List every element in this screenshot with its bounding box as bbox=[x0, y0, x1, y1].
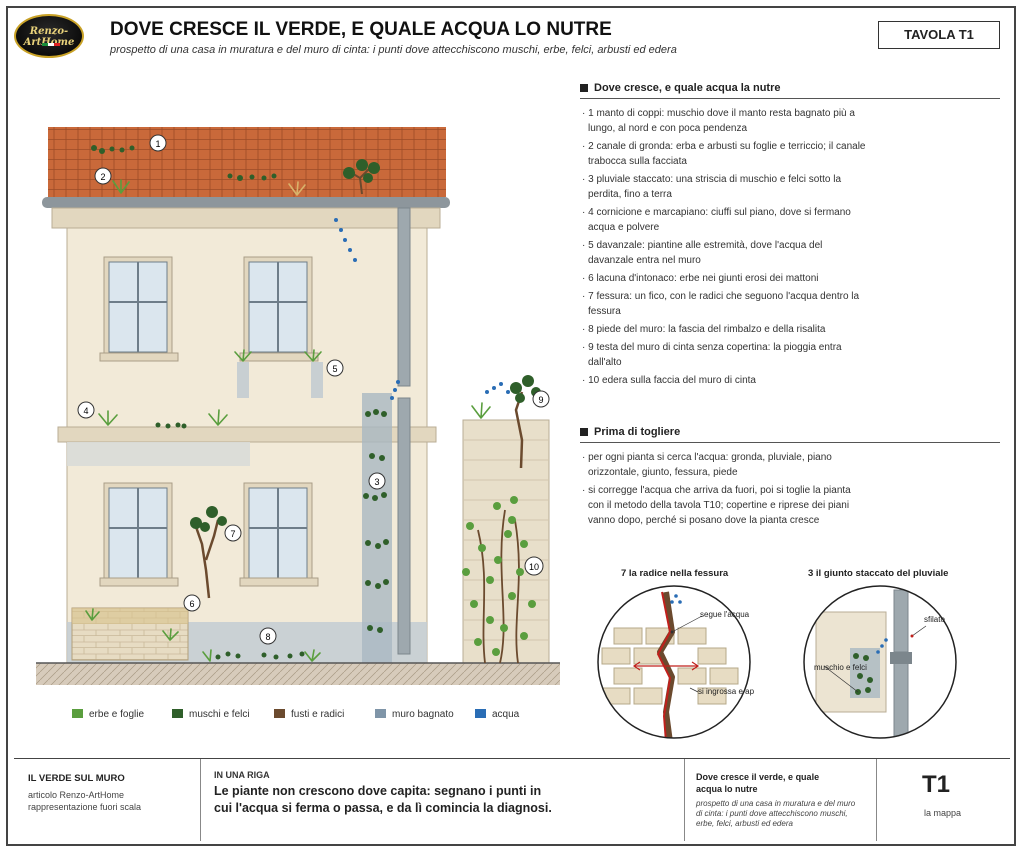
callout-3: 3 bbox=[368, 472, 386, 490]
string-course-wet-band bbox=[67, 442, 250, 466]
sill-wet-stain-right bbox=[311, 362, 323, 398]
list-item: 8 piede del muro: la fascia del rimbalzo… bbox=[580, 322, 870, 337]
detail-downpipe-joint: sfilato muschio e felci bbox=[803, 585, 957, 739]
footer-mid-heading: IN UNA RIGA bbox=[214, 770, 270, 780]
roof-shrub bbox=[343, 159, 380, 195]
callout-4: 4 bbox=[77, 401, 95, 419]
sill-wet-stain-left bbox=[237, 362, 249, 398]
fig-in-crack bbox=[190, 506, 227, 599]
list-item: 9 testa del muro di cinta senza copertin… bbox=[580, 340, 870, 370]
downpipe-wet-strip bbox=[362, 393, 392, 663]
window-top-left bbox=[99, 256, 179, 362]
legend-swatch bbox=[172, 709, 183, 718]
callout-10: 10 bbox=[524, 556, 544, 576]
moss-patches bbox=[91, 145, 389, 660]
downpipe-upper bbox=[397, 207, 411, 387]
svg-text:6: 6 bbox=[189, 599, 194, 609]
before-list: per ogni pianta si cerca l'acqua: gronda… bbox=[580, 450, 860, 531]
svg-text:5: 5 bbox=[332, 364, 337, 374]
window-bottom-right bbox=[239, 482, 319, 587]
footer-right-desc: prospetto di una casa in muratura e del … bbox=[696, 799, 856, 828]
window-bottom-left bbox=[99, 482, 179, 587]
footer-right-title: Dove cresce il verde, e quale acqua lo n… bbox=[696, 772, 820, 794]
legend-item: acqua bbox=[475, 709, 519, 720]
list-item: 10 edera sulla faccia del muro di cinta bbox=[580, 373, 870, 388]
callout-7: 7 bbox=[224, 524, 242, 542]
list-item: per ogni pianta si cerca l'acqua: gronda… bbox=[580, 450, 860, 480]
svg-text:1: 1 bbox=[155, 139, 160, 149]
callout-8: 8 bbox=[259, 627, 277, 645]
legend-item: fusti e radici bbox=[274, 709, 344, 720]
cornice bbox=[51, 207, 441, 229]
brand-logo: Renzo-ArtHome bbox=[14, 14, 84, 58]
page-frame bbox=[6, 6, 1016, 846]
list-item: si corregge l'acqua che arriva da fuori,… bbox=[580, 483, 860, 528]
detail-7-title: 7 la radice nella fessura bbox=[621, 568, 729, 579]
detail-crack-root: segue l'acqua si ingrossa e apre bbox=[597, 585, 754, 739]
list-item: 3 pluviale staccato: una striscia di mus… bbox=[580, 172, 870, 202]
roof-tiles bbox=[48, 127, 446, 197]
list-item: 1 manto di coppi: muschio dove il manto … bbox=[580, 106, 870, 136]
title-block: IL VERDE SUL MURO articolo Renzo-ArtHome… bbox=[14, 758, 1010, 841]
legend-item: erbe e foglie bbox=[72, 709, 144, 720]
svg-text:4: 4 bbox=[83, 406, 88, 416]
tavola-badge: TAVOLA T1 bbox=[878, 21, 1000, 49]
house-elevation-drawing: 1 2 3 4 5 6 7 8 9 10 bbox=[36, 127, 560, 685]
callout-2: 2 bbox=[94, 167, 112, 185]
label-segue-acqua: segue l'acqua bbox=[700, 610, 750, 619]
label-si-ingrossa: si ingrossa e apre bbox=[698, 687, 754, 696]
footer-left-line2: rappresentazione fuori scala bbox=[28, 802, 142, 812]
window-top-right bbox=[239, 256, 319, 362]
list-item: 5 davanzale: piantine alle estremità, do… bbox=[580, 238, 870, 268]
downpipe-lower bbox=[397, 397, 411, 655]
legend-item: muschi e felci bbox=[172, 709, 250, 720]
callout-9: 9 bbox=[532, 390, 550, 408]
label-sfilato: sfilato bbox=[924, 615, 945, 624]
list-item: 7 fessura: un fico, con le radici che se… bbox=[580, 289, 870, 319]
legend-swatch bbox=[274, 709, 285, 718]
where-list: 1 manto di coppi: muschio dove il manto … bbox=[580, 106, 870, 391]
svg-text:7: 7 bbox=[230, 529, 235, 539]
svg-text:10: 10 bbox=[529, 562, 539, 572]
page-subtitle: prospetto di una casa in muratura e del … bbox=[110, 44, 677, 56]
footer-summary: Le piante non crescono dove capita: segn… bbox=[214, 784, 552, 815]
ivy bbox=[462, 496, 536, 664]
page-title: DOVE CRESCE IL VERDE, E QUALE ACQUA LO N… bbox=[110, 19, 612, 40]
list-item: 4 cornicione e marcapiano: ciuffi sul pi… bbox=[580, 205, 870, 235]
ground bbox=[36, 663, 560, 685]
detail-3-title: 3 il giunto staccato del pluviale bbox=[808, 568, 949, 579]
label-muschio-felci: muschio e felci bbox=[814, 663, 867, 672]
list-item: 6 lacuna d'intonaco: erbe nei giunti ero… bbox=[580, 271, 870, 286]
svg-text:3: 3 bbox=[374, 477, 379, 487]
logo-text: Renzo-ArtHome bbox=[23, 26, 75, 48]
legend-swatch bbox=[375, 709, 386, 718]
grass-tufts bbox=[85, 179, 491, 662]
callout-1: 1 bbox=[149, 134, 167, 152]
section-heading-before: Prima di togliere bbox=[580, 426, 1000, 443]
list-item: 2 canale di gronda: erba e arbusti su fo… bbox=[580, 139, 870, 169]
svg-text:9: 9 bbox=[538, 395, 543, 405]
svg-text:2: 2 bbox=[100, 172, 105, 182]
legend-item: muro bagnato bbox=[375, 709, 454, 720]
legend-swatch bbox=[72, 709, 83, 718]
footer-left-title: IL VERDE SUL MURO bbox=[28, 773, 125, 784]
plate-code: T1 bbox=[922, 771, 951, 798]
plate-code-label: la mappa bbox=[924, 808, 962, 818]
footer-left-line1: articolo Renzo-ArtHome bbox=[28, 790, 125, 800]
callout-5: 5 bbox=[326, 359, 344, 377]
legend-swatch bbox=[475, 709, 486, 718]
svg-text:8: 8 bbox=[265, 632, 270, 642]
water-drops bbox=[334, 218, 510, 400]
section-heading-where: Dove cresce, e quale acqua la nutre bbox=[580, 82, 1000, 99]
gutter bbox=[42, 197, 450, 208]
callout-6: 6 bbox=[183, 594, 201, 612]
